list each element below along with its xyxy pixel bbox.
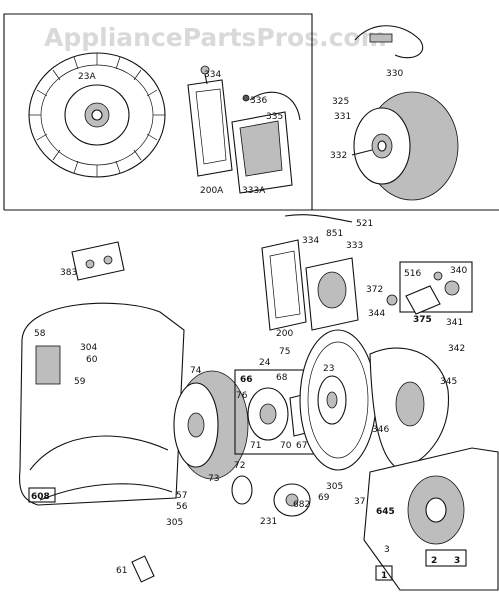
label-67: 67 [296, 441, 307, 451]
label-2: 2 [431, 556, 437, 566]
part-number-labels: 23A 334 336 335 200A 333A 330 325 331 33… [31, 69, 467, 581]
armature-200 [261, 239, 307, 331]
label-305-bottom: 305 [166, 518, 183, 528]
label-345: 345 [440, 377, 457, 387]
label-3-left: 3 [384, 545, 390, 555]
label-3-right: 3 [454, 556, 460, 566]
label-333a: 333A [242, 186, 266, 196]
retainer-72 [231, 475, 253, 505]
label-72: 72 [234, 461, 245, 471]
label-73: 73 [208, 474, 219, 484]
label-68: 68 [276, 373, 288, 383]
label-608: 608 [31, 492, 50, 502]
engine-cover-346 [369, 347, 450, 471]
label-75: 75 [279, 347, 290, 357]
label-57: 57 [176, 491, 187, 501]
watermark: AppliancePartsPros.com [44, 23, 387, 52]
blower-housing [18, 302, 185, 506]
label-331: 331 [334, 112, 351, 122]
handle-61 [131, 555, 155, 583]
label-342: 342 [448, 344, 465, 354]
label-330: 330 [386, 69, 403, 79]
label-372: 372 [366, 285, 383, 295]
label-383: 383 [60, 268, 77, 278]
label-851: 851 [326, 229, 343, 239]
label-375: 375 [413, 315, 432, 325]
label-60: 60 [86, 355, 98, 365]
label-335: 335 [266, 112, 283, 122]
label-334-mid: 334 [302, 236, 319, 246]
washer-682 [273, 483, 311, 517]
label-66: 66 [240, 375, 253, 385]
label-56: 56 [176, 502, 188, 512]
label-305-mid: 305 [326, 482, 343, 492]
label-341: 341 [446, 318, 463, 328]
label-336: 336 [250, 96, 267, 106]
top-left-inset-box [3, 13, 499, 211]
stop-switch-hardware [386, 261, 473, 315]
cable-521 [284, 214, 353, 223]
armature-200a [187, 65, 233, 177]
label-516: 516 [404, 269, 421, 279]
engine-base [363, 447, 499, 591]
label-645: 645 [376, 507, 395, 517]
coil-333 [305, 257, 359, 331]
label-231: 231 [260, 517, 277, 527]
label-74: 74 [190, 366, 202, 376]
label-23: 23 [323, 364, 334, 374]
coil-333a [231, 91, 301, 194]
flywheel-23 [299, 329, 377, 471]
label-1: 1 [381, 571, 387, 581]
label-344: 344 [368, 309, 385, 319]
label-24: 24 [259, 358, 271, 368]
label-61: 61 [116, 566, 127, 576]
label-76: 76 [236, 391, 248, 401]
label-23a: 23A [78, 72, 96, 82]
label-37: 37 [354, 497, 365, 507]
label-304: 304 [80, 343, 97, 353]
rewind-starter-73 [173, 370, 249, 480]
label-71: 71 [250, 441, 261, 451]
clutch-assembly-66 [234, 369, 316, 455]
label-200: 200 [276, 329, 293, 339]
label-346: 346 [372, 425, 389, 435]
label-58: 58 [34, 329, 46, 339]
label-70: 70 [280, 441, 292, 451]
label-332: 332 [330, 151, 347, 161]
label-340: 340 [450, 266, 467, 276]
label-325: 325 [332, 97, 349, 107]
bracket-383 [71, 241, 125, 281]
label-333: 333 [346, 241, 363, 251]
label-521: 521 [356, 219, 373, 229]
flywheel-23a [28, 52, 166, 178]
label-334-top: 334 [204, 70, 221, 80]
rotating-screen-325 [351, 91, 459, 201]
label-200a: 200A [200, 186, 224, 196]
label-59: 59 [74, 377, 86, 387]
lead-330 [354, 25, 423, 59]
label-682: 682 [293, 500, 310, 510]
label-69: 69 [318, 493, 330, 503]
